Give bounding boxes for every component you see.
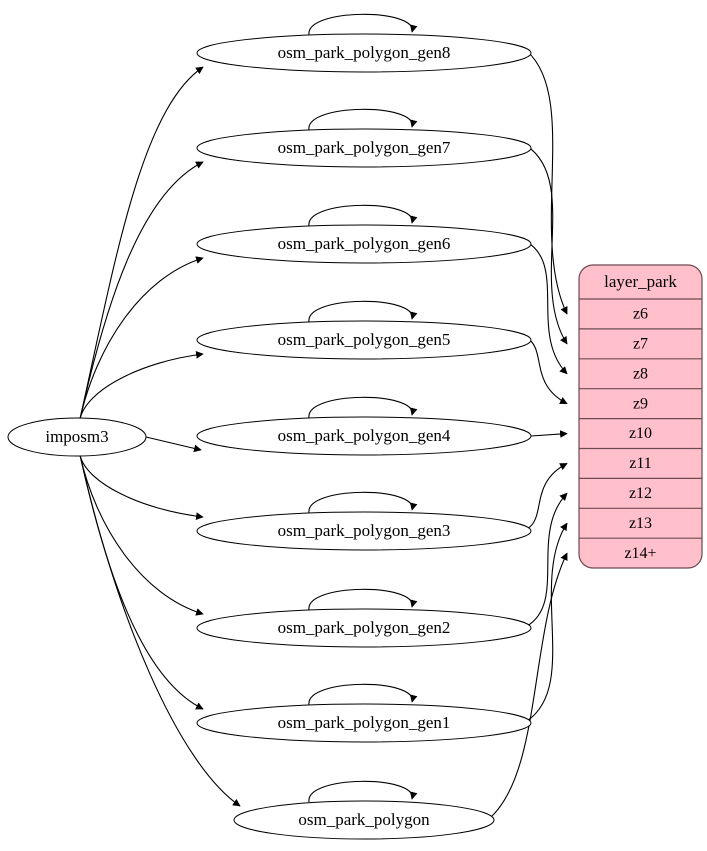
- table-background: [578, 264, 703, 569]
- node-label-osm_park_polygon_gen6: osm_park_polygon_gen6: [278, 234, 451, 253]
- edge-imposm3-to-osm_park_polygon_gen3: [79, 454, 204, 520]
- table-header-label: layer_park: [604, 272, 677, 291]
- node-shape-osm_park_polygon_gen6: [196, 224, 532, 264]
- table-row-z14+[interactable]: z14+: [624, 545, 656, 562]
- self-loop-osm_park_polygon: [308, 780, 418, 803]
- table-row-z13[interactable]: z13: [629, 515, 652, 532]
- edge-osm_park_polygon_gen6-to-z8: [526, 241, 568, 375]
- node-shape-osm_park_polygon: [233, 800, 495, 840]
- self-loop-osm_park_polygon_gen5: [308, 300, 418, 323]
- node-shape-imposm3: [7, 417, 147, 457]
- node-shape-osm_park_polygon_gen2: [196, 608, 532, 648]
- node-shape-osm_park_polygon_gen7: [196, 128, 532, 168]
- self-loop-osm_park_polygon_gen8: [308, 13, 418, 36]
- node-osm_park_polygon_gen6[interactable]: osm_park_polygon_gen6: [196, 224, 532, 264]
- edge-osm_park_polygon-to-z14+: [489, 552, 568, 819]
- layer-park-table: layer_park z6 z7 z8 z9 z10 z11 z12 z13 z14+: [578, 264, 703, 569]
- edge-imposm3-to-osm_park_polygon: [79, 454, 241, 807]
- table-row-z9[interactable]: z9: [633, 395, 648, 412]
- table-row-z10[interactable]: z10: [629, 425, 652, 442]
- node-label-osm_park_polygon: osm_park_polygon: [298, 810, 430, 829]
- node-shape-osm_park_polygon_gen3: [196, 511, 532, 551]
- edge-osm_park_polygon_gen4-to-z10: [530, 430, 568, 438]
- table-row-z11[interactable]: z11: [629, 455, 652, 472]
- edge-imposm3-to-osm_park_polygon_gen4: [145, 436, 202, 453]
- table-row-z7[interactable]: z7: [633, 336, 648, 353]
- node-osm_park_polygon_gen2[interactable]: osm_park_polygon_gen2: [196, 608, 532, 648]
- edge-imposm3-to-osm_park_polygon_gen5: [79, 351, 204, 420]
- self-loop-osm_park_polygon_gen2: [308, 588, 418, 611]
- table-row-z8[interactable]: z8: [633, 365, 648, 382]
- node-osm_park_polygon_gen7[interactable]: osm_park_polygon_gen7: [196, 128, 532, 168]
- self-loop-osm_park_polygon_gen4: [308, 396, 418, 419]
- node-label-osm_park_polygon_gen8: osm_park_polygon_gen8: [278, 43, 451, 62]
- edge-imposm3-to-osm_park_polygon_gen7: [79, 161, 204, 420]
- edges-from-imposm3: [79, 66, 241, 807]
- node-osm_park_polygon[interactable]: osm_park_polygon: [233, 800, 495, 840]
- edge-imposm3-to-osm_park_polygon_gen1: [79, 454, 204, 710]
- node-group: imposm3 osm_park_polygon_gen8 osm_park_pol…: [7, 33, 532, 840]
- node-osm_park_polygon_gen4[interactable]: osm_park_polygon_gen4: [196, 416, 532, 456]
- edge-osm_park_polygon_gen5-to-z9: [526, 337, 568, 405]
- node-shape-osm_park_polygon_gen4: [196, 416, 532, 456]
- node-osm_park_polygon_gen5[interactable]: osm_park_polygon_gen5: [196, 320, 532, 360]
- node-osm_park_polygon_gen8[interactable]: osm_park_polygon_gen8: [196, 33, 532, 73]
- node-shape-osm_park_polygon_gen1: [196, 703, 532, 743]
- node-shape-osm_park_polygon_gen8: [196, 33, 532, 73]
- edge-imposm3-to-osm_park_polygon_gen6: [79, 256, 204, 420]
- table-layer_park[interactable]: layer_park z6 z7 z8 z9 z10 z11 z12 z13 z14+: [578, 264, 703, 569]
- node-label-osm_park_polygon_gen4: osm_park_polygon_gen4: [278, 426, 451, 445]
- self-loop-osm_park_polygon_gen3: [308, 491, 418, 514]
- self-loop-osm_park_polygon_gen6: [308, 204, 418, 227]
- table-row-z6[interactable]: z6: [633, 306, 648, 323]
- node-label-osm_park_polygon_gen3: osm_park_polygon_gen3: [278, 521, 451, 540]
- edge-osm_park_polygon_gen3-to-z11: [526, 462, 568, 530]
- self-loop-osm_park_polygon_gen7: [308, 108, 418, 131]
- self-loop-edges: [308, 13, 418, 803]
- node-shape-osm_park_polygon_gen5: [196, 320, 532, 360]
- edge-osm_park_polygon_gen8-to-z6: [526, 50, 568, 315]
- node-osm_park_polygon_gen3[interactable]: osm_park_polygon_gen3: [196, 511, 532, 551]
- table-row-z12[interactable]: z12: [629, 485, 652, 502]
- node-label-osm_park_polygon_gen2: osm_park_polygon_gen2: [278, 618, 451, 637]
- self-loop-osm_park_polygon_gen1: [308, 683, 418, 706]
- edge-osm_park_polygon_gen7-to-z7: [526, 145, 568, 345]
- node-osm_park_polygon_gen1[interactable]: osm_park_polygon_gen1: [196, 703, 532, 743]
- edge-imposm3-to-osm_park_polygon_gen2: [79, 454, 204, 616]
- node-label-imposm3: imposm3: [45, 427, 108, 446]
- edge-imposm3-to-osm_park_polygon_gen8: [79, 66, 204, 420]
- node-imposm3[interactable]: imposm3: [7, 417, 147, 457]
- node-label-osm_park_polygon_gen7: osm_park_polygon_gen7: [278, 138, 451, 157]
- node-label-osm_park_polygon_gen1: osm_park_polygon_gen1: [278, 713, 451, 732]
- edge-osm_park_polygon_gen1-to-z13: [526, 522, 568, 722]
- node-label-osm_park_polygon_gen5: osm_park_polygon_gen5: [278, 330, 451, 349]
- edge-osm_park_polygon_gen2-to-z12: [526, 492, 568, 627]
- edges-to-layer-park: [489, 50, 568, 819]
